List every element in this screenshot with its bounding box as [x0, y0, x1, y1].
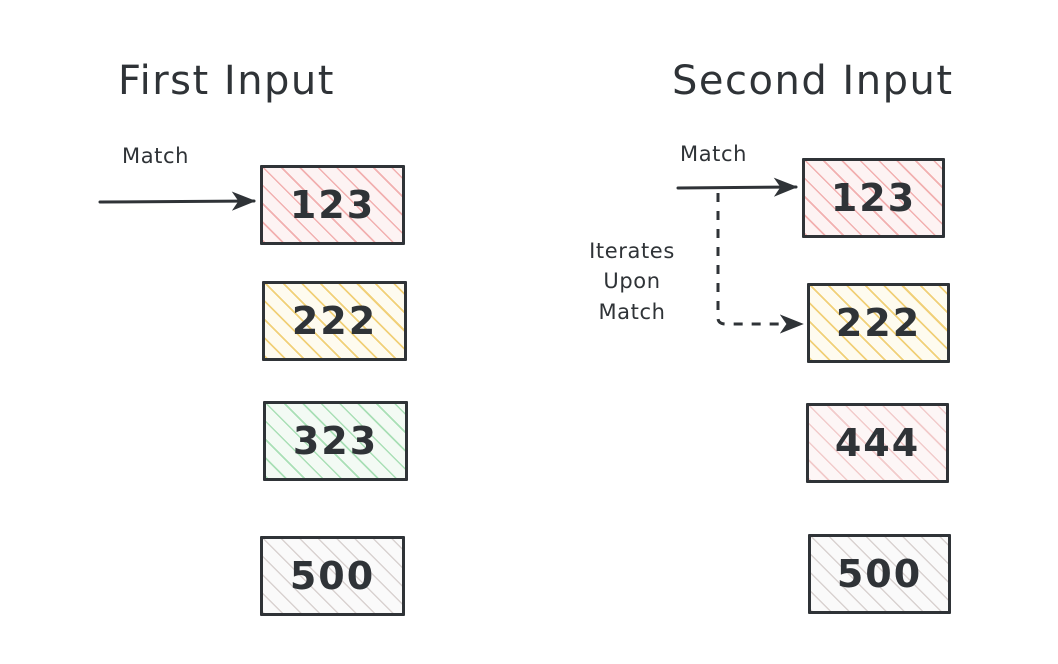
- value-box-first-input-3[interactable]: 500: [260, 536, 405, 616]
- value-box-first-input-1[interactable]: 222: [262, 281, 407, 361]
- iterates-line-2: Upon: [603, 269, 661, 294]
- arrow-label-match-first-input: Match: [122, 144, 190, 168]
- value-box-second-input-2[interactable]: 444: [806, 403, 949, 483]
- value-box-second-input-1[interactable]: 222: [807, 283, 950, 363]
- value-box-first-input-2[interactable]: 323: [263, 401, 408, 481]
- value-box-first-input-0[interactable]: 123: [260, 165, 405, 245]
- value-box-second-input-3[interactable]: 500: [808, 534, 951, 614]
- arrow-match-first-input: [98, 191, 256, 211]
- arrow-match-second-input: [676, 177, 798, 197]
- value-box-label: 500: [289, 554, 376, 598]
- value-box-label: 123: [830, 176, 917, 220]
- value-box-second-input-0[interactable]: 123: [802, 158, 945, 238]
- value-box-label: 500: [836, 552, 923, 596]
- arrow-label-match-second-input: Match: [680, 142, 748, 166]
- value-box-label: 323: [292, 419, 379, 463]
- value-box-label: 123: [289, 183, 376, 227]
- column-title-first-input: First Input: [118, 58, 335, 104]
- arrow-iterates-upon-match: [716, 193, 804, 334]
- iterates-line-3: Match: [598, 299, 666, 324]
- value-box-label: 444: [834, 421, 921, 465]
- value-box-label: 222: [835, 301, 922, 345]
- value-box-label: 222: [291, 299, 378, 343]
- iterates-line-1: Iterates: [589, 239, 675, 263]
- arrow-label-iterates-upon-match: Iterates Upon Match: [548, 236, 716, 327]
- column-title-second-input: Second Input: [672, 58, 954, 104]
